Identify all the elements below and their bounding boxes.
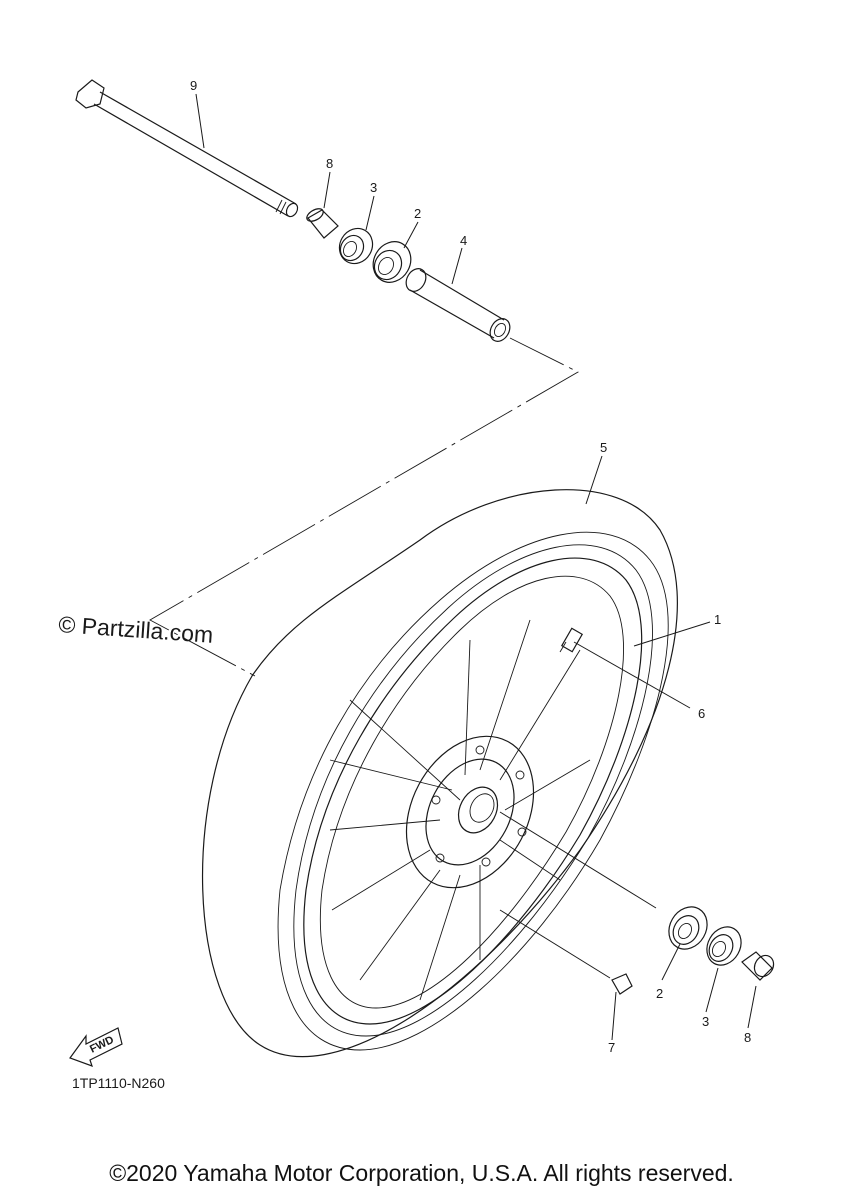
callout-1: 1 [714, 612, 721, 627]
oil-seal-bottom[interactable] [700, 921, 748, 972]
balance-weight[interactable] [611, 973, 633, 995]
callout-7: 7 [608, 1040, 615, 1055]
callout-leaders [195, 93, 757, 1041]
callout-4: 4 [460, 233, 467, 248]
diagram-code: 1TP1110-N260 [72, 1075, 165, 1091]
wheel-spokes [329, 619, 591, 1001]
partzilla-watermark: © Partzilla.com [58, 611, 214, 648]
assembly-guide-line [149, 337, 579, 677]
callout-3-bottom: 3 [702, 1014, 709, 1029]
front-axle[interactable] [75, 79, 300, 219]
callout-2-top: 2 [414, 206, 421, 221]
wheel-hub [405, 735, 535, 889]
oil-seal-top[interactable] [333, 222, 379, 269]
callout-8-top: 8 [326, 156, 333, 171]
spacer[interactable] [402, 265, 514, 345]
callout-8-bottom: 8 [744, 1030, 751, 1045]
bearing-top[interactable] [366, 235, 418, 289]
collar-top[interactable] [305, 206, 339, 239]
callout-5: 5 [600, 440, 607, 455]
cast-wheel-rim[interactable] [303, 557, 643, 1025]
tire[interactable] [201, 489, 678, 1058]
fwd-arrow-icon: FWD [69, 1027, 123, 1067]
tire-valve[interactable] [559, 627, 584, 653]
callout-9: 9 [190, 78, 197, 93]
collar-bottom[interactable] [741, 951, 777, 981]
copyright-notice: ©2020 Yamaha Motor Corporation, U.S.A. A… [109, 1160, 734, 1186]
callout-3-top: 3 [370, 180, 377, 195]
fwd-label: FWD [88, 1034, 116, 1056]
callout-6: 6 [698, 706, 705, 721]
bearing-bottom[interactable] [661, 900, 714, 956]
callout-2-bottom: 2 [656, 986, 663, 1001]
